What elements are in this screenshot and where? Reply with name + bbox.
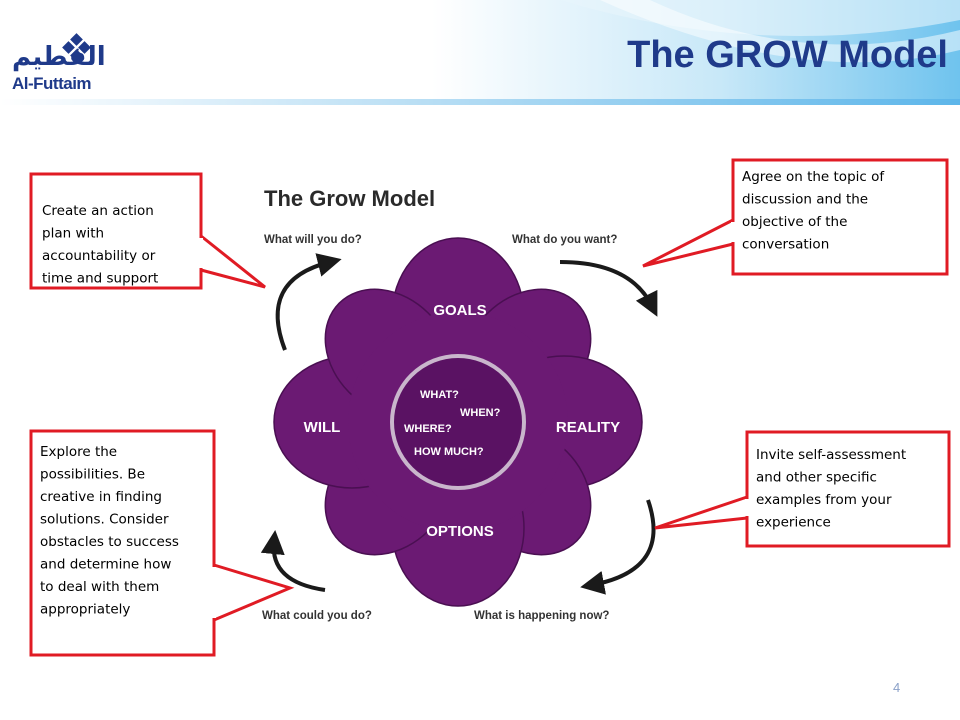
callout-agree-topic-line: discussion and the	[742, 192, 868, 208]
header-banner	[0, 0, 960, 105]
arrow-top-left	[275, 253, 342, 351]
callout-agree-topic-line: Agree on the topic of	[742, 169, 885, 185]
question-top-right: What do you want?	[512, 234, 617, 246]
arrow-top-right	[559, 260, 658, 317]
callout-action-plan-line: accountability or	[42, 248, 156, 264]
arrow-bottom-left	[260, 530, 326, 592]
callout-action-plan-line: Create an action	[42, 203, 154, 219]
callout-explore-line: solutions. Consider	[40, 512, 169, 528]
center-circle	[390, 354, 526, 490]
petal-label-reality: REALITY	[556, 419, 620, 436]
arrow-bottom-right	[580, 499, 656, 595]
callout-action-plan: Create an action plan with accountabilit…	[29, 172, 266, 290]
callout-explore-line: appropriately	[40, 602, 130, 618]
callout-explore-line: and determine how	[40, 557, 171, 573]
callout-action-plan-line: time and support	[42, 271, 158, 287]
center-label-where: WHERE?	[404, 423, 452, 435]
question-bottom-right: What is happening now?	[474, 610, 609, 622]
callout-self-assessment-line: and other specific	[756, 470, 877, 486]
logo-arabic-text: الفطيم	[12, 42, 106, 72]
callout-agree-topic-line: conversation	[742, 237, 829, 253]
petal-label-options: OPTIONS	[426, 523, 494, 540]
petal-label-will: WILL	[304, 419, 341, 436]
callout-explore-possibilities: Explore the possibilities. Be creative i…	[29, 429, 295, 657]
callout-self-assessment-line: examples from your	[756, 492, 892, 508]
callout-agree-topic-line: objective of the	[742, 214, 847, 230]
svg-text:Create an action plan wi: Create an action plan with accountabilit…	[42, 203, 160, 287]
callout-explore-line: possibilities. Be	[40, 467, 145, 483]
callout-self-assessment-line: experience	[756, 515, 831, 531]
callout-self-assessment: Invite self-assessment and other specifi…	[654, 430, 951, 548]
callout-explore-line: obstacles to success	[40, 534, 179, 550]
callout-explore-line: to deal with them	[40, 579, 159, 595]
logo-english-text: Al-Futtaim	[12, 74, 92, 93]
center-label-what: WHAT?	[420, 389, 459, 401]
slide-title: The GROW Model	[627, 34, 948, 76]
center-label-when: WHEN?	[460, 407, 501, 419]
al-futtaim-logo	[62, 33, 91, 62]
svg-text:Agree on the topic of di: Agree on the topic of discussion and the…	[742, 169, 888, 253]
callout-self-assessment-line: Invite self-assessment	[756, 447, 906, 463]
callout-action-plan-line: plan with	[42, 226, 104, 242]
callout-explore-line: creative in finding	[40, 489, 162, 505]
petal-label-goals: GOALS	[433, 302, 486, 319]
callout-explore-line: Explore the	[40, 444, 117, 460]
slide-number: 4	[893, 680, 901, 695]
callout-agree-topic: Agree on the topic of discussion and the…	[642, 158, 949, 276]
svg-text:Explore the possibilitie: Explore the possibilities. Be creative i…	[40, 444, 183, 618]
question-bottom-left: What could you do?	[262, 610, 372, 622]
svg-text:Invite self-assessment a: Invite self-assessment and other specifi…	[756, 447, 910, 531]
diagram-heading: The Grow Model	[264, 186, 435, 211]
question-top-left: What will you do?	[264, 234, 362, 246]
center-label-how-much: HOW MUCH?	[414, 446, 484, 458]
